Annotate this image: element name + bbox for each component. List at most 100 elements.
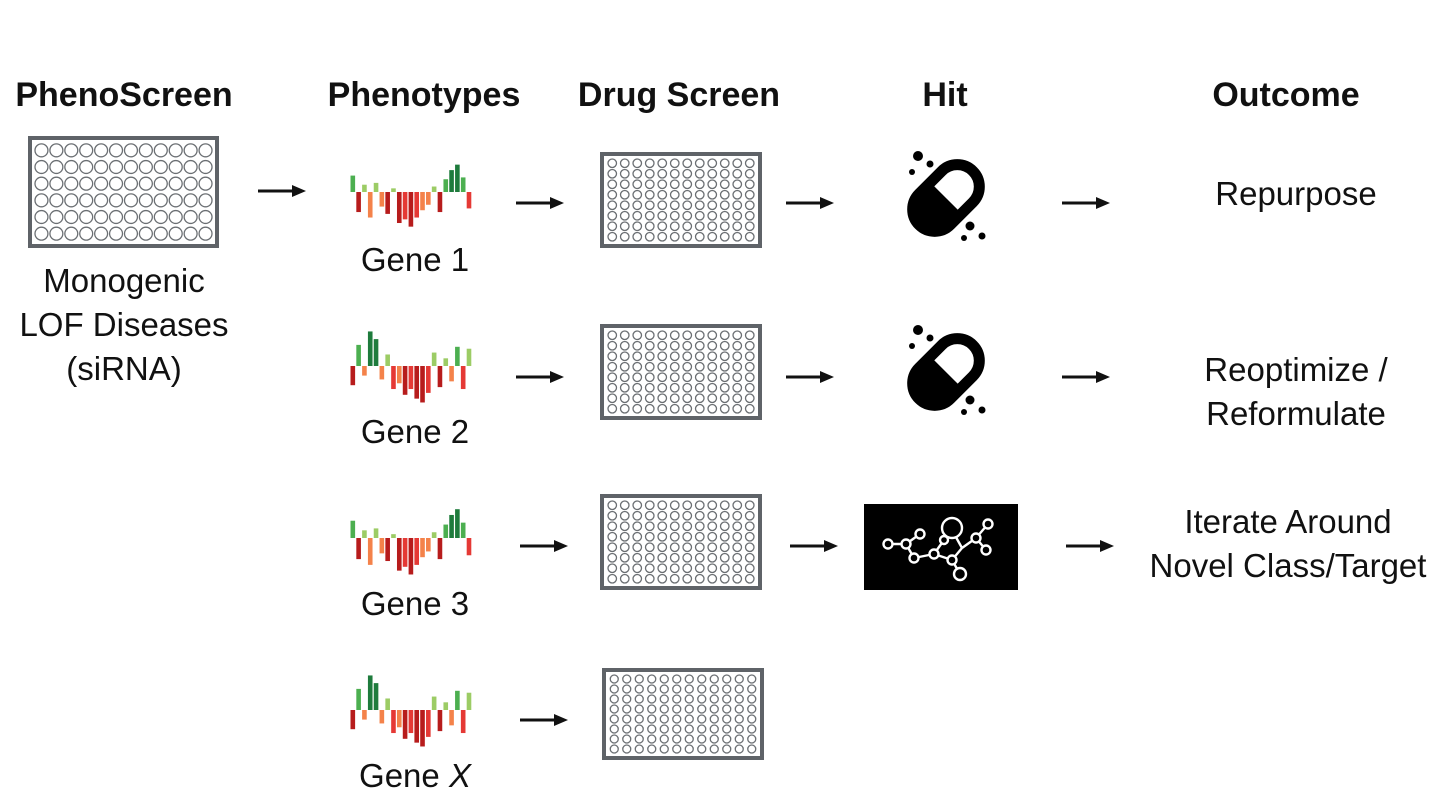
well — [682, 573, 693, 584]
well — [694, 510, 705, 521]
arrow-hit-3-to-outcome — [1066, 538, 1114, 554]
well — [622, 674, 632, 684]
well — [719, 179, 730, 190]
well — [682, 521, 693, 532]
plate-frame — [600, 324, 762, 420]
well — [709, 684, 719, 694]
well — [684, 734, 694, 744]
well — [694, 330, 705, 341]
well — [694, 552, 705, 563]
well — [659, 704, 669, 714]
phenotype-bar — [356, 344, 361, 366]
phenotype-bar — [362, 366, 367, 376]
well — [609, 734, 619, 744]
well — [732, 372, 743, 383]
phenotype-barcode-gene-2 — [350, 331, 472, 403]
well — [64, 193, 79, 208]
well — [709, 704, 719, 714]
well — [707, 168, 718, 179]
phenotype-bar — [396, 192, 402, 224]
well — [198, 176, 213, 191]
well — [168, 193, 183, 208]
well — [644, 500, 655, 511]
well — [138, 159, 153, 175]
well — [744, 340, 755, 351]
well — [609, 724, 619, 734]
phenotype-bar — [350, 366, 356, 386]
well — [607, 573, 618, 584]
well — [669, 210, 680, 221]
well — [607, 179, 618, 190]
well — [644, 189, 655, 200]
well — [607, 552, 618, 563]
well — [632, 221, 643, 232]
phenotype-bar — [420, 710, 425, 747]
well — [657, 531, 668, 542]
well — [744, 158, 755, 169]
well — [657, 221, 668, 232]
well — [659, 744, 669, 754]
well — [644, 531, 655, 542]
phenotype-bar — [414, 366, 420, 399]
well — [719, 158, 730, 169]
well — [198, 143, 213, 158]
pill-capsule-icon — [907, 151, 986, 241]
well — [747, 694, 757, 704]
well — [694, 340, 705, 351]
well — [744, 372, 755, 383]
well — [707, 179, 718, 190]
phenotype-bar — [460, 177, 466, 192]
phenotype-bar — [449, 514, 454, 538]
well — [108, 193, 124, 208]
well — [719, 563, 730, 574]
well — [632, 361, 643, 372]
well — [722, 674, 732, 684]
well — [609, 744, 619, 754]
arrow-drug-screen-3-to-hit — [790, 538, 838, 554]
phenotype-bar — [356, 538, 361, 560]
well — [694, 361, 705, 372]
well — [744, 330, 755, 341]
well — [694, 351, 705, 362]
well — [707, 563, 718, 574]
phenotype-bar — [426, 538, 431, 552]
well — [732, 340, 743, 351]
well — [644, 573, 655, 584]
well — [697, 694, 707, 704]
well — [697, 704, 707, 714]
well — [719, 500, 730, 511]
well — [168, 226, 183, 241]
phenotype-bar — [402, 192, 408, 220]
well — [632, 521, 643, 532]
drug-screen-plate-4 — [602, 668, 764, 760]
phenotype-bar — [350, 175, 356, 192]
well — [644, 330, 655, 341]
phenotype-bar — [402, 366, 408, 395]
well — [697, 744, 707, 754]
well — [123, 193, 139, 208]
well — [632, 552, 643, 563]
phenotype-bar — [367, 538, 373, 565]
phenotype-bar — [420, 192, 425, 211]
well — [644, 221, 655, 232]
well — [657, 393, 668, 404]
well — [682, 510, 693, 521]
well — [669, 500, 680, 511]
phenotype-bar — [391, 534, 396, 538]
well — [669, 403, 680, 414]
well — [659, 714, 669, 724]
well — [647, 714, 657, 724]
phenoscreen-desc-line-1: Monogenic — [43, 262, 205, 299]
well — [622, 704, 632, 714]
well — [682, 221, 693, 232]
well — [644, 510, 655, 521]
well — [672, 724, 682, 734]
well — [632, 189, 643, 200]
arrow-drug-screen-1-to-hit — [786, 195, 834, 211]
well — [707, 382, 718, 393]
well — [607, 231, 618, 242]
well — [657, 330, 668, 341]
well — [94, 193, 109, 208]
well — [719, 573, 730, 584]
well — [94, 226, 109, 241]
